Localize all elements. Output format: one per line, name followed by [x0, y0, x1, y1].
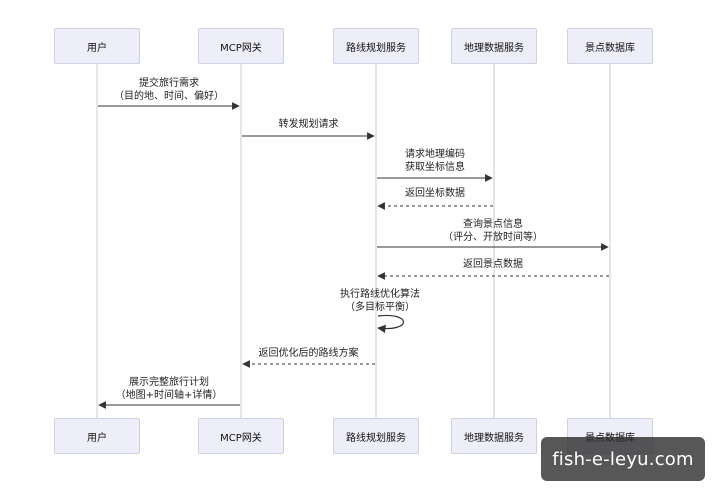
- self-call-arrow: [377, 314, 405, 334]
- participant-geo-bottom: 地理数据服务: [451, 418, 537, 454]
- watermark: fish-e-leyu.com: [541, 437, 705, 481]
- message-label-line: 返回景点数据: [463, 259, 523, 270]
- message-label-line: 返回坐标数据: [405, 188, 465, 199]
- message-label-line: 查询景点信息: [463, 219, 523, 230]
- message-label-line: 返回优化后的路线方案: [258, 348, 359, 359]
- participant-geo-top: 地理数据服务: [451, 28, 537, 64]
- message-label-line: 执行路线优化算法: [340, 289, 420, 300]
- message-arrows: [98, 102, 609, 409]
- participant-route-top: 路线规划服务: [333, 28, 419, 64]
- participant-user-top: 用户: [54, 28, 140, 64]
- message-label-6: 返回景点数据: [463, 258, 523, 271]
- participant-user-bottom: 用户: [54, 418, 140, 454]
- message-label-5: 查询景点信息 （评分、开放时间等）: [443, 218, 543, 244]
- message-label-4: 返回坐标数据: [405, 187, 465, 200]
- message-label-1: 提交旅行需求 （目的地、时间、偏好）: [114, 77, 224, 103]
- message-label-8: 返回优化后的路线方案: [259, 347, 359, 360]
- participant-route-bottom: 路线规划服务: [333, 418, 419, 454]
- message-label-line: 转发规划请求: [278, 119, 339, 130]
- participant-gateway-top: MCP网关: [198, 28, 284, 64]
- message-label-line: （多目标平衡）: [345, 302, 415, 313]
- message-label-line: （评分、开放时间等）: [443, 232, 543, 243]
- message-label-7: 执行路线优化算法 （多目标平衡）: [340, 288, 420, 314]
- message-label-line: 提交旅行需求: [139, 78, 199, 89]
- participant-poi-top: 景点数据库: [567, 28, 653, 64]
- message-label-9: 展示完整旅行计划 （地图+时间轴+详情）: [116, 376, 223, 402]
- message-label-line: （目的地、时间、偏好）: [114, 91, 224, 102]
- message-label-line: （地图+时间轴+详情）: [115, 390, 223, 401]
- message-label-line: 展示完整旅行计划: [128, 377, 209, 388]
- message-label-line: 请求地理编码: [405, 149, 465, 160]
- message-label-line: 获取坐标信息: [405, 162, 465, 173]
- message-label-3: 请求地理编码获取坐标信息: [405, 148, 465, 174]
- message-label-2: 转发规划请求: [279, 118, 339, 131]
- participant-gateway-bottom: MCP网关: [198, 418, 284, 454]
- lifelines: [96, 64, 611, 418]
